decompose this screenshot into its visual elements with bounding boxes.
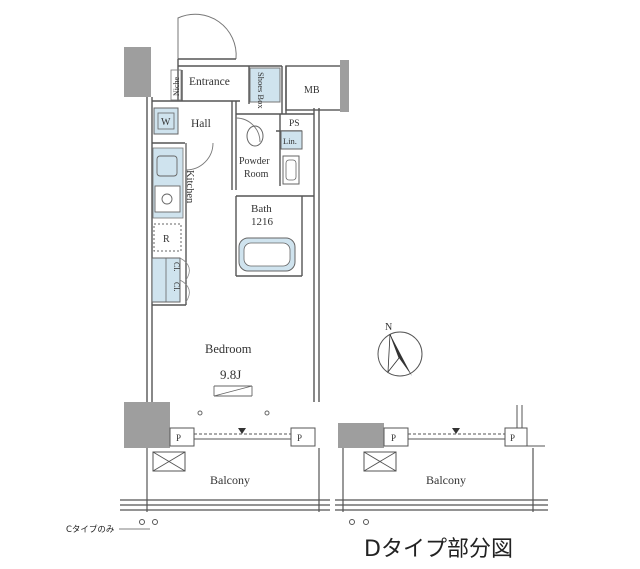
drain-icon-left-1 <box>139 519 145 525</box>
p-label-left: P <box>176 433 181 443</box>
burner-icon <box>161 193 173 205</box>
powder-door <box>235 117 261 143</box>
outlet-icon-right <box>264 410 270 416</box>
refrigerator-space <box>153 223 182 252</box>
outlet-icon-left <box>197 410 203 416</box>
powder-room-label-2: Room <box>244 169 269 180</box>
refrigerator-label: R <box>163 234 170 245</box>
bathtub-inner <box>243 242 291 267</box>
closet-label-2: Cl. <box>172 282 181 292</box>
mb-wall <box>340 60 349 112</box>
p-label-d-right: P <box>510 433 515 443</box>
entrance-door <box>177 13 237 60</box>
p-label-d-left: P <box>391 433 396 443</box>
vanity-sink <box>282 155 300 185</box>
c-type-note: Cタイプのみ <box>66 525 115 535</box>
closet-doors <box>179 257 190 303</box>
ac-unit-d <box>363 451 397 472</box>
ac-unit-left <box>152 451 186 472</box>
balcony-left-outline <box>120 448 330 512</box>
window-marker-left <box>238 428 246 434</box>
balcony-d-label: Balcony <box>426 473 466 487</box>
ps-label: PS <box>289 119 300 129</box>
p-label-right: P <box>297 433 302 443</box>
powder-room-label-1: Powder <box>239 156 270 167</box>
ac-unit-cross-left <box>152 451 186 472</box>
balcony-d-outline <box>335 448 548 512</box>
bedroom-size: 9.8J <box>220 367 241 382</box>
closet-label-1: Cl. <box>172 262 181 272</box>
hall-label: Hall <box>191 118 211 130</box>
balcony-left-label: Balcony <box>210 473 250 487</box>
structural-column-d <box>338 423 384 448</box>
drain-icon-d-1 <box>349 519 355 525</box>
bath-label: Bath <box>251 203 272 215</box>
niche-label: Niche <box>172 76 181 96</box>
washer-label: W <box>161 117 171 128</box>
drain-icon-left-2 <box>152 519 158 525</box>
kitchen-sink-icon <box>156 155 178 177</box>
niche-area <box>170 69 182 101</box>
window-sash-left <box>169 427 316 447</box>
bath-size-label: 1216 <box>251 216 274 228</box>
linen-label: Lin. <box>283 136 297 146</box>
washer-icon <box>157 112 175 130</box>
bedroom-label: Bedroom <box>205 342 252 356</box>
drain-icon-d-2 <box>363 519 369 525</box>
window-sash-d <box>383 405 545 447</box>
shoes-box-label: Shoes Box <box>256 72 266 109</box>
size-box-diagonal <box>213 385 253 397</box>
linen-closet <box>280 130 303 150</box>
kitchen-label: Kitchen <box>184 170 195 204</box>
window-marker-d <box>452 428 460 434</box>
compass-north-label: N <box>385 322 392 333</box>
d-type-caption: Dタイプ部分図 <box>364 537 513 562</box>
structural-column-bottom <box>124 402 170 448</box>
entrance-label: Entrance <box>189 76 230 88</box>
toilet-icon <box>246 125 264 147</box>
structural-column-top <box>124 47 151 97</box>
mb-label: MB <box>304 85 320 96</box>
ac-unit-cross-d <box>363 451 397 472</box>
sink-bowl-icon <box>285 159 297 181</box>
north-compass: N <box>377 322 423 377</box>
hall-door <box>185 142 214 171</box>
cooktop <box>154 185 181 213</box>
shoes-box <box>249 67 281 103</box>
